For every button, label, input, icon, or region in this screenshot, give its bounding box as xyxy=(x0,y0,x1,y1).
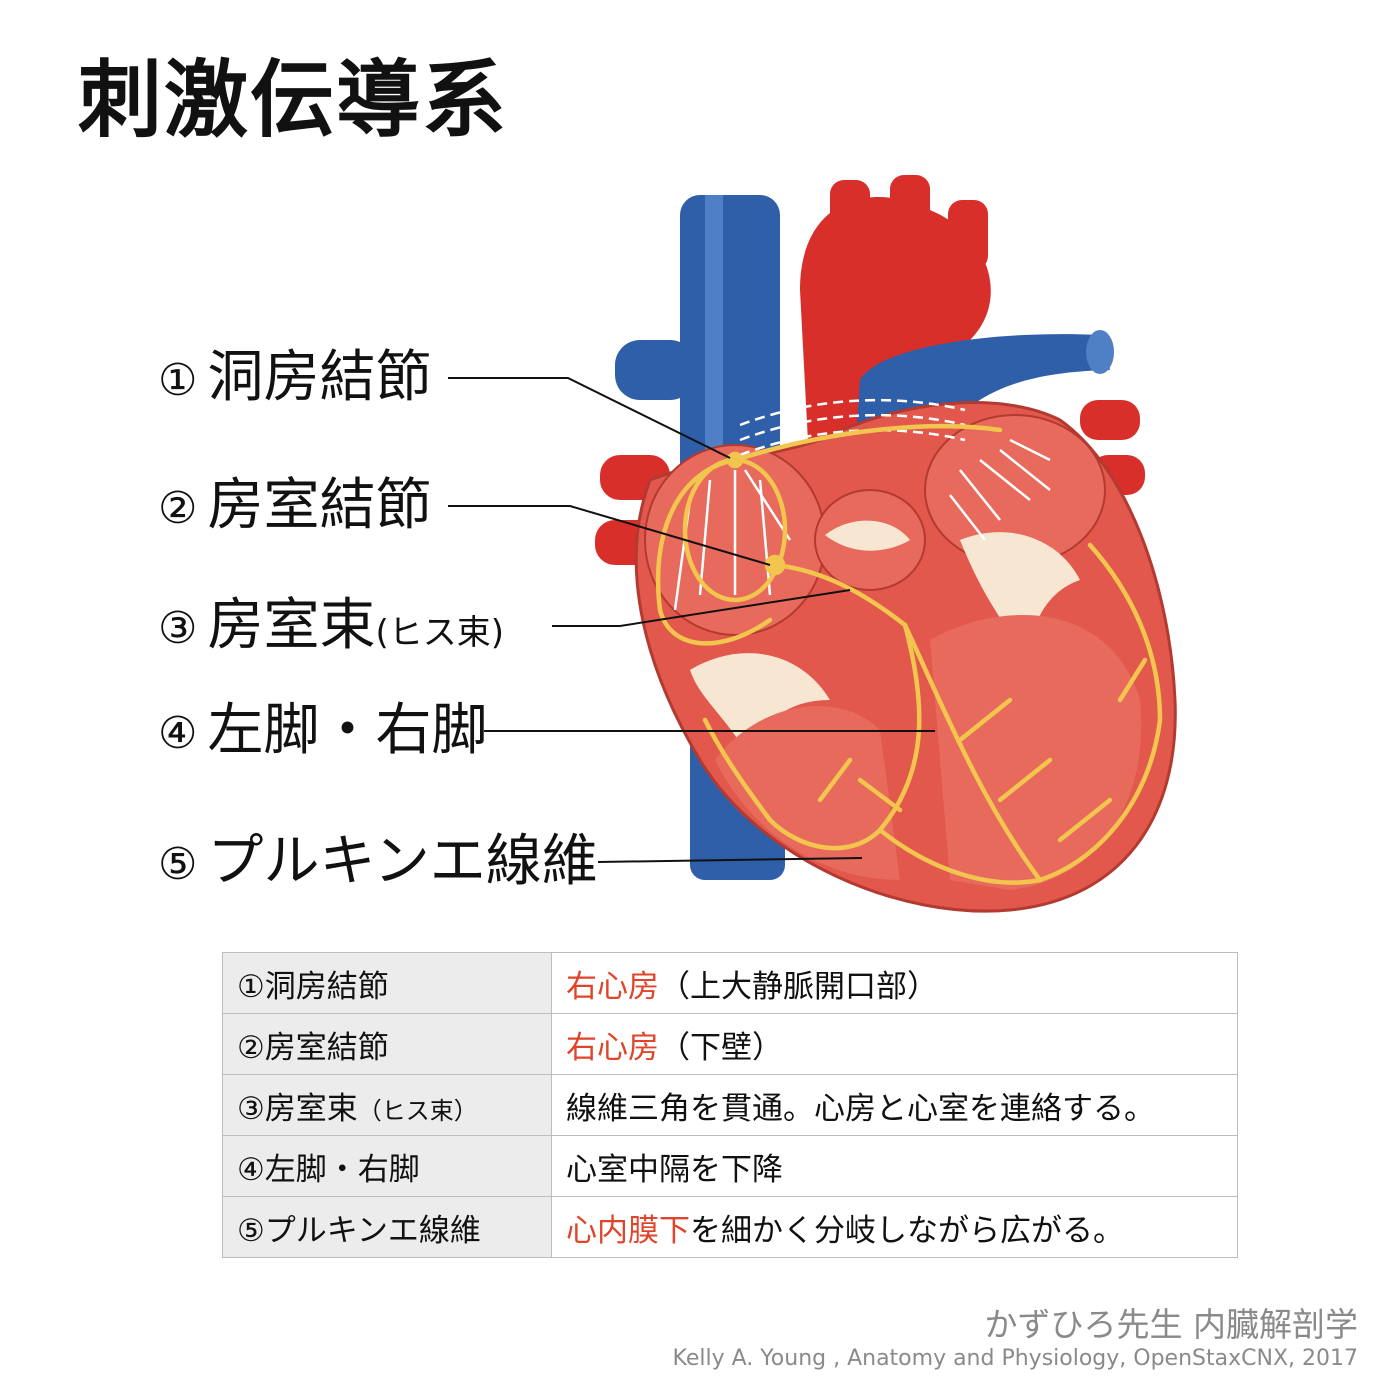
source-credit: Kelly A. Young , Anatomy and Physiology,… xyxy=(672,1346,1358,1371)
author-credit: かずひろ先生 内臓解剖学 xyxy=(984,1305,1359,1344)
row-desc: （下壁） xyxy=(659,1029,783,1066)
row-desc: を細かく分岐しながら広がる。 xyxy=(690,1212,1124,1249)
table-row: ①洞房結節 右心房（上大静脈開口部） xyxy=(222,952,1238,1014)
row-desc: 心室中隔を下降 xyxy=(566,1151,783,1188)
table-row: ②房室結節 右心房（下壁） xyxy=(222,1013,1238,1075)
conduction-summary-table: ①洞房結節 右心房（上大静脈開口部） ②房室結節 右心房（下壁） ③房室束（ヒス… xyxy=(222,952,1238,1258)
page-title: 刺激伝導系 xyxy=(78,51,509,149)
table-row: ⑤プルキンエ線維 心内膜下を細かく分岐しながら広がる。 xyxy=(222,1196,1238,1258)
row-highlight: 右心房 xyxy=(566,1029,659,1066)
row-highlight: 右心房 xyxy=(566,968,659,1005)
mitral-valve xyxy=(960,532,1080,660)
row-name: ⑤プルキンエ線維 xyxy=(237,1212,481,1249)
row-name: ②房室結節 xyxy=(237,1029,389,1066)
aortic-valve xyxy=(825,520,910,551)
tricuspid-valve xyxy=(690,653,830,760)
row-desc: 線維三角を貫通。心房と心室を連絡する。 xyxy=(566,1090,1155,1127)
superior-vena-cava xyxy=(615,195,780,495)
table-row: ③房室束（ヒス束） 線維三角を貫通。心房と心室を連絡する。 xyxy=(222,1074,1238,1136)
right-ventricle xyxy=(715,706,900,880)
table-row: ④左脚・右脚 心室中隔を下降 xyxy=(222,1135,1238,1197)
conduction-system xyxy=(655,424,1163,885)
left-ventricle xyxy=(930,615,1142,890)
row-highlight: 心内膜下 xyxy=(566,1212,690,1249)
row-name: ④左脚・右脚 xyxy=(237,1151,420,1188)
leader-lines xyxy=(448,377,935,863)
row-name: ③房室束 xyxy=(237,1090,358,1127)
row-desc: （上大静脈開口部） xyxy=(659,968,938,1005)
row-name: ①洞房結節 xyxy=(237,968,389,1005)
